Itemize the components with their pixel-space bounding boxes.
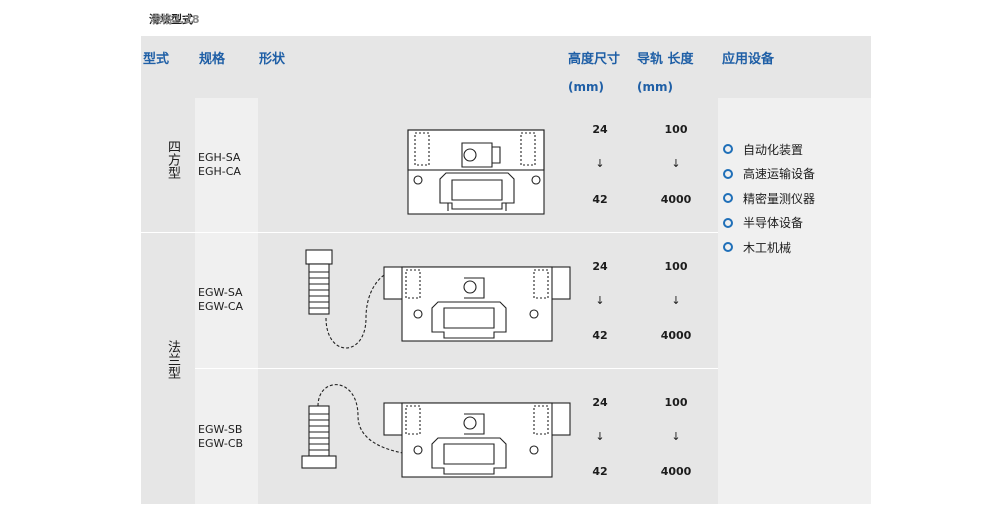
header-unit-length: (mm) [637, 80, 673, 94]
spec-column [195, 98, 258, 504]
table-header: 型式 规格 形状 高度尺寸 导轨 长度 (mm) (mm) 应用设备 [141, 36, 871, 98]
height-max: 42 [592, 329, 608, 342]
length-arrow: ↓ [671, 294, 681, 307]
height-min: 24 [592, 260, 608, 273]
height-arrow: ↓ [595, 294, 605, 307]
length-min: 100 [664, 260, 688, 273]
length-min: 100 [664, 396, 688, 409]
header-shape: 形状 [259, 52, 286, 67]
header-application: 应用设备 [722, 52, 775, 67]
spec-row-1: EGH-SA EGH-CA [198, 151, 241, 178]
application-column [718, 98, 871, 504]
height-max: 42 [592, 193, 608, 206]
application-list: 自动化装置 高速运输设备 精密量测仪器 半导体设备 木工机械 [723, 137, 815, 260]
application-item: 精密量测仪器 [723, 186, 815, 211]
flange-block-drawing [305, 249, 571, 349]
application-item: 木工机械 [723, 235, 815, 260]
height-arrow: ↓ [595, 430, 605, 443]
length-min: 100 [664, 123, 688, 136]
flange-block-bottom-bolt-drawing [301, 384, 571, 478]
height-min: 24 [592, 396, 608, 409]
table-number: 表格2.28 [150, 13, 200, 26]
header-spec: 规格 [199, 52, 226, 67]
header-type: 型式 [143, 52, 170, 67]
height-arrow: ↓ [595, 157, 605, 170]
bullet-icon [723, 217, 733, 228]
length-arrow: ↓ [671, 430, 681, 443]
application-item: 自动化装置 [723, 137, 815, 162]
bullet-icon [723, 144, 733, 155]
length-arrow: ↓ [671, 157, 681, 170]
spec-row-3: EGW-SB EGW-CB [198, 423, 244, 450]
header-rail-length: 导轨 长度 [637, 52, 694, 67]
type-column [141, 98, 195, 504]
height-max: 42 [592, 465, 608, 478]
square-block-drawing [407, 129, 545, 215]
type-square: 四方型 [165, 140, 180, 179]
spec-row-2: EGW-SA EGW-CA [198, 286, 244, 313]
application-item: 半导体设备 [723, 211, 815, 236]
bullet-icon [723, 168, 733, 179]
header-unit-height: (mm) [568, 80, 604, 94]
table-caption: 表格2.28 滑块型式 [145, 11, 200, 27]
height-min: 24 [592, 123, 608, 136]
type-flange: 法兰型 [165, 340, 180, 379]
bullet-icon [723, 242, 733, 253]
table-title: 滑块型式 [149, 13, 193, 26]
bullet-icon [723, 193, 733, 204]
length-max: 4000 [660, 465, 692, 478]
application-item: 高速运输设备 [723, 162, 815, 187]
header-height: 高度尺寸 [568, 52, 621, 67]
length-max: 4000 [660, 329, 692, 342]
length-max: 4000 [660, 193, 692, 206]
